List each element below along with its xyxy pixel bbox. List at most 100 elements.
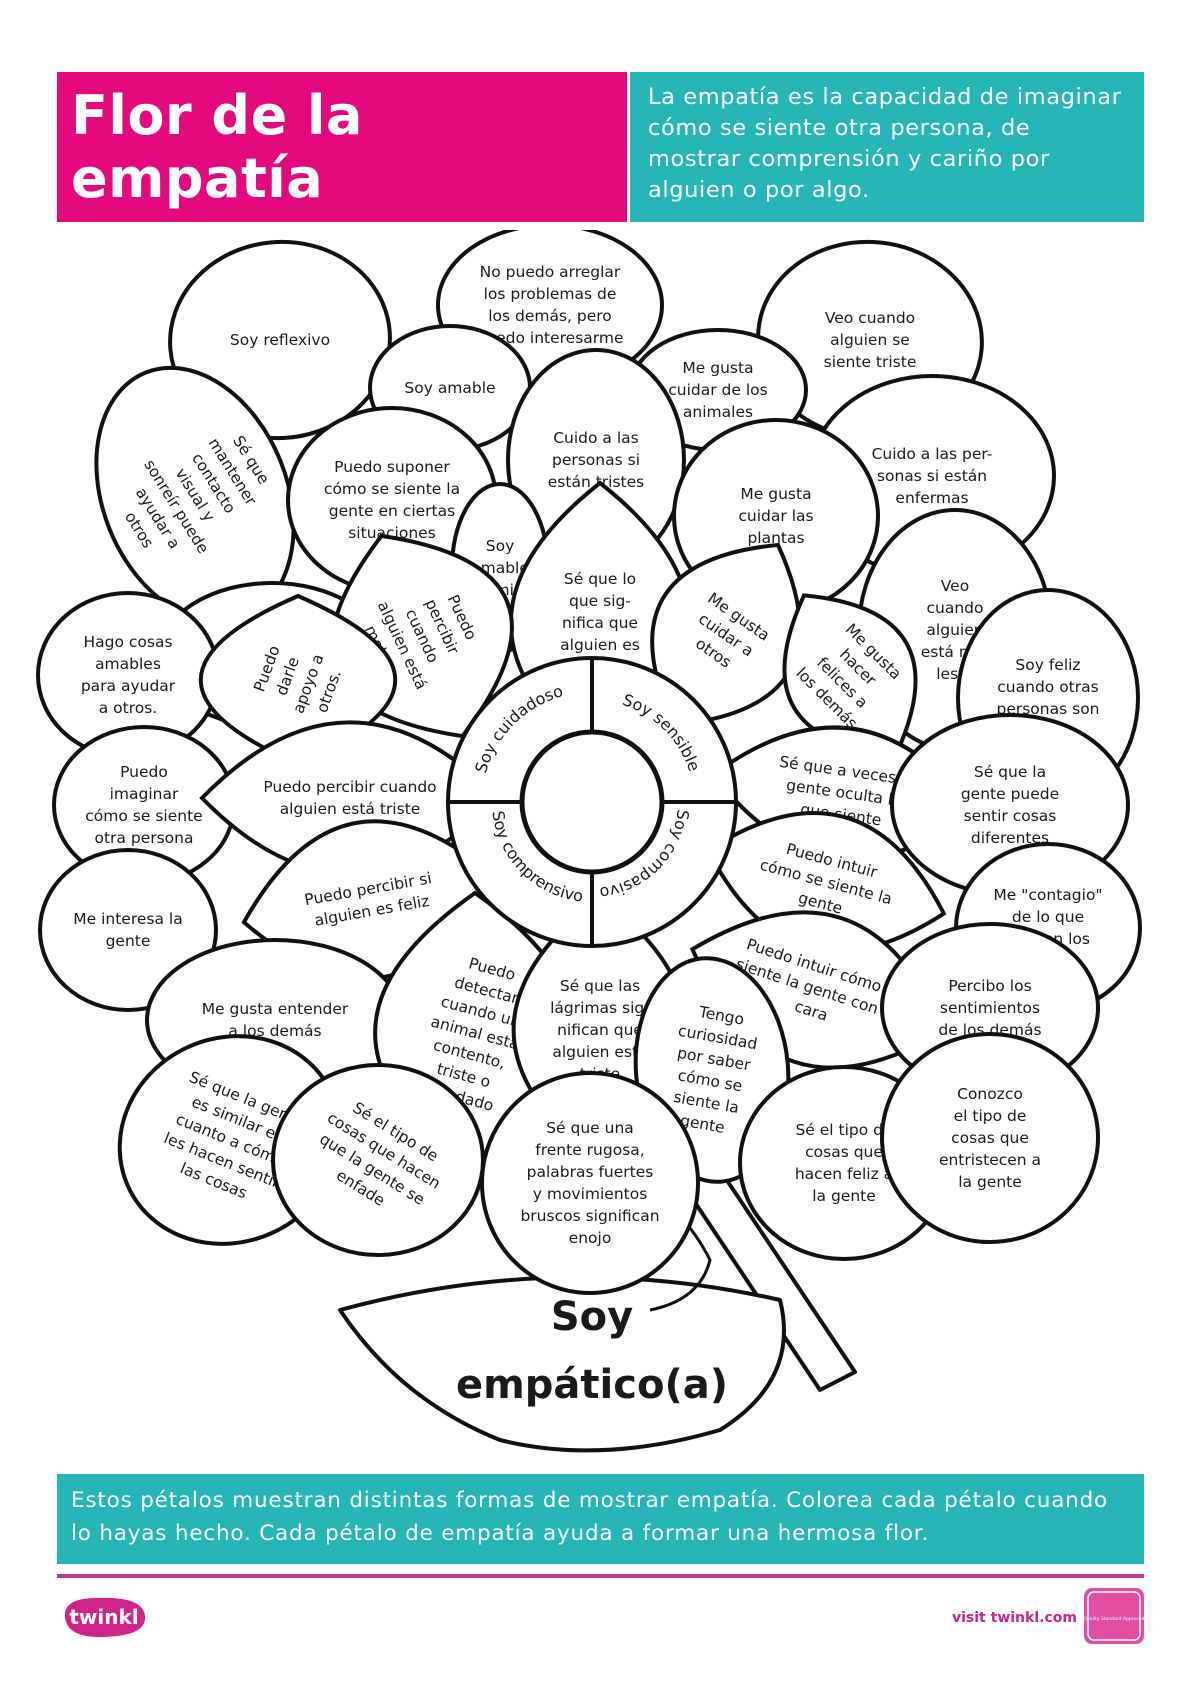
header-title-box: Flor de la empatía bbox=[57, 72, 627, 222]
petal-text-line: Puedo bbox=[120, 763, 168, 781]
petal-text: Sé el tipo de cosas que hacen feliz a la ge… bbox=[795, 1121, 893, 1205]
petal-text-line: Sé que la bbox=[974, 763, 1046, 781]
petal-text-line: que sig- bbox=[569, 592, 631, 610]
petal-outline bbox=[880, 1032, 1100, 1244]
petal: Sé el tipo decosas que hacenque la gente… bbox=[271, 1063, 485, 1257]
petal-text-line: sentir cosas bbox=[964, 807, 1057, 825]
petal-text-line: Conozco bbox=[957, 1085, 1023, 1103]
petal-text-line: enojo bbox=[569, 1229, 612, 1247]
petal-text-line: entristecen a bbox=[939, 1151, 1041, 1169]
twinkl-logo[interactable]: twinkl bbox=[57, 1592, 149, 1642]
petal-text-line: para ayudar bbox=[81, 677, 176, 695]
petal-text-line: alguien se bbox=[830, 331, 910, 349]
footer-divider bbox=[57, 1574, 1144, 1578]
petal-outline bbox=[480, 1071, 700, 1295]
leaf-text-line: Soy bbox=[551, 1294, 633, 1340]
page-title: Flor de la empatía bbox=[71, 84, 363, 210]
petal-text-line: bruscos significan bbox=[520, 1207, 659, 1225]
header-description: La empatía es la capacidad de imaginar c… bbox=[648, 84, 1122, 203]
petal-text-line: los problemas de bbox=[484, 285, 617, 303]
leaf-text-line: empático(a) bbox=[456, 1362, 728, 1408]
petal-text-line: lágrimas sig- bbox=[550, 999, 650, 1017]
petal-text: Soy reflexivo bbox=[230, 331, 330, 349]
visit-twinkl-link[interactable]: visit twinkl.com bbox=[952, 1610, 1077, 1626]
petal-text-line: situaciones bbox=[348, 524, 436, 542]
petal-text-line: cuando otras bbox=[997, 678, 1098, 696]
petal-text-line: nifican que bbox=[557, 1021, 643, 1039]
petal: Puedo suponer cómo se siente la gente en c… bbox=[286, 406, 498, 594]
petal-text-line: gente en ciertas bbox=[329, 502, 455, 520]
petal-text-line: enfermas bbox=[895, 489, 968, 507]
petal-text-line: alguien está bbox=[552, 1043, 647, 1061]
petal-text-line: plantas bbox=[747, 529, 804, 547]
petal-text-line: Sé que las bbox=[560, 977, 640, 995]
petal-outline bbox=[271, 1063, 485, 1257]
petal-text-line: personas si bbox=[552, 451, 640, 469]
petal-text-line: gente puede bbox=[961, 785, 1059, 803]
petal-text-line: el tipo de bbox=[954, 1107, 1027, 1125]
petal-text-line: imaginar bbox=[110, 785, 179, 803]
flower-stem-leaf bbox=[338, 1138, 857, 1453]
petal-text-line: puedo interesarme bbox=[476, 329, 623, 347]
petal-text-line: la gente bbox=[812, 1187, 876, 1205]
petal-text-line: No puedo arreglar bbox=[480, 263, 621, 281]
petal-text-line: Soy reflexivo bbox=[230, 331, 330, 349]
petal-text-line: Me interesa la bbox=[73, 910, 182, 928]
petal-text-line: diferentes bbox=[971, 829, 1049, 847]
quality-badge: Quality Standard Approved bbox=[1084, 1588, 1145, 1644]
petal-text-line: animales bbox=[683, 403, 753, 421]
petal-text-line: hacen feliz a bbox=[795, 1165, 893, 1183]
petal-text-line: Veo bbox=[941, 577, 969, 595]
petal-text-line: Me gusta entender bbox=[202, 1000, 349, 1018]
petal-text-line: Me gusta bbox=[682, 359, 753, 377]
petal-text-line: Me gusta bbox=[740, 485, 811, 503]
petal-text: No puedo arreglar los problemas de los dem… bbox=[476, 263, 623, 347]
petal-text-line: Cuido a las bbox=[553, 429, 639, 447]
flower-center bbox=[446, 656, 738, 948]
petal-text-line: cómo se siente la bbox=[324, 480, 460, 498]
petal-text-line: Sé que una bbox=[546, 1119, 634, 1137]
petal-text-line: la gente bbox=[958, 1173, 1022, 1191]
petal-text-line: Hago cosas bbox=[83, 633, 172, 651]
petal-text-line: cosas que bbox=[805, 1143, 883, 1161]
petal: Sé quemantenercontactovisual ysonreír pu… bbox=[94, 365, 296, 625]
petal-text-line: a otros. bbox=[99, 699, 158, 717]
petal-text-line: Puedo suponer bbox=[334, 458, 450, 476]
twinkl-logo-text: twinkl bbox=[69, 1605, 138, 1629]
petal-text: Sé que la gente puede sentir cosas diferent… bbox=[961, 763, 1059, 847]
header-description-box: La empatía es la capacidad de imaginar c… bbox=[630, 72, 1144, 222]
petal-text-line: sentimientos bbox=[940, 999, 1040, 1017]
petal-text-line: Me "contagio" bbox=[993, 886, 1102, 904]
petal-text-line: alguien bbox=[926, 621, 983, 639]
petal-text-line: cuidar de los bbox=[668, 381, 767, 399]
petal-text-line: y movimientos bbox=[533, 1185, 648, 1203]
petal-text-line: Sé el tipo de bbox=[795, 1121, 892, 1139]
empathy-flower: No puedo arreglar los problemas de los dem… bbox=[36, 230, 1142, 1453]
petal-text: Me gusta cuidar de los animales bbox=[668, 359, 767, 421]
badge-text: Quality Standard Approved bbox=[1084, 1616, 1145, 1622]
petal-text-line: Soy amable bbox=[404, 379, 495, 397]
petal-text-line: Soy feliz bbox=[1015, 656, 1080, 674]
petal-text-line: siente triste bbox=[824, 353, 917, 371]
petal-text-line: cómo se siente bbox=[85, 807, 202, 825]
petal-text: Conozco el tipo de cosas que entristecen a l… bbox=[939, 1085, 1041, 1191]
petal-text-line: los demás, pero bbox=[488, 307, 612, 325]
petal-text-line: sonas si están bbox=[877, 467, 987, 485]
petal-text-line: Soy bbox=[486, 537, 515, 555]
instructions-text: Estos pétalos muestran distintas formas … bbox=[71, 1488, 1108, 1546]
petal: Conozco el tipo de cosas que entristecen a l… bbox=[880, 1032, 1100, 1244]
petal-text-line: Veo cuando bbox=[825, 309, 915, 327]
petal-text-line: cosas que bbox=[951, 1129, 1029, 1147]
